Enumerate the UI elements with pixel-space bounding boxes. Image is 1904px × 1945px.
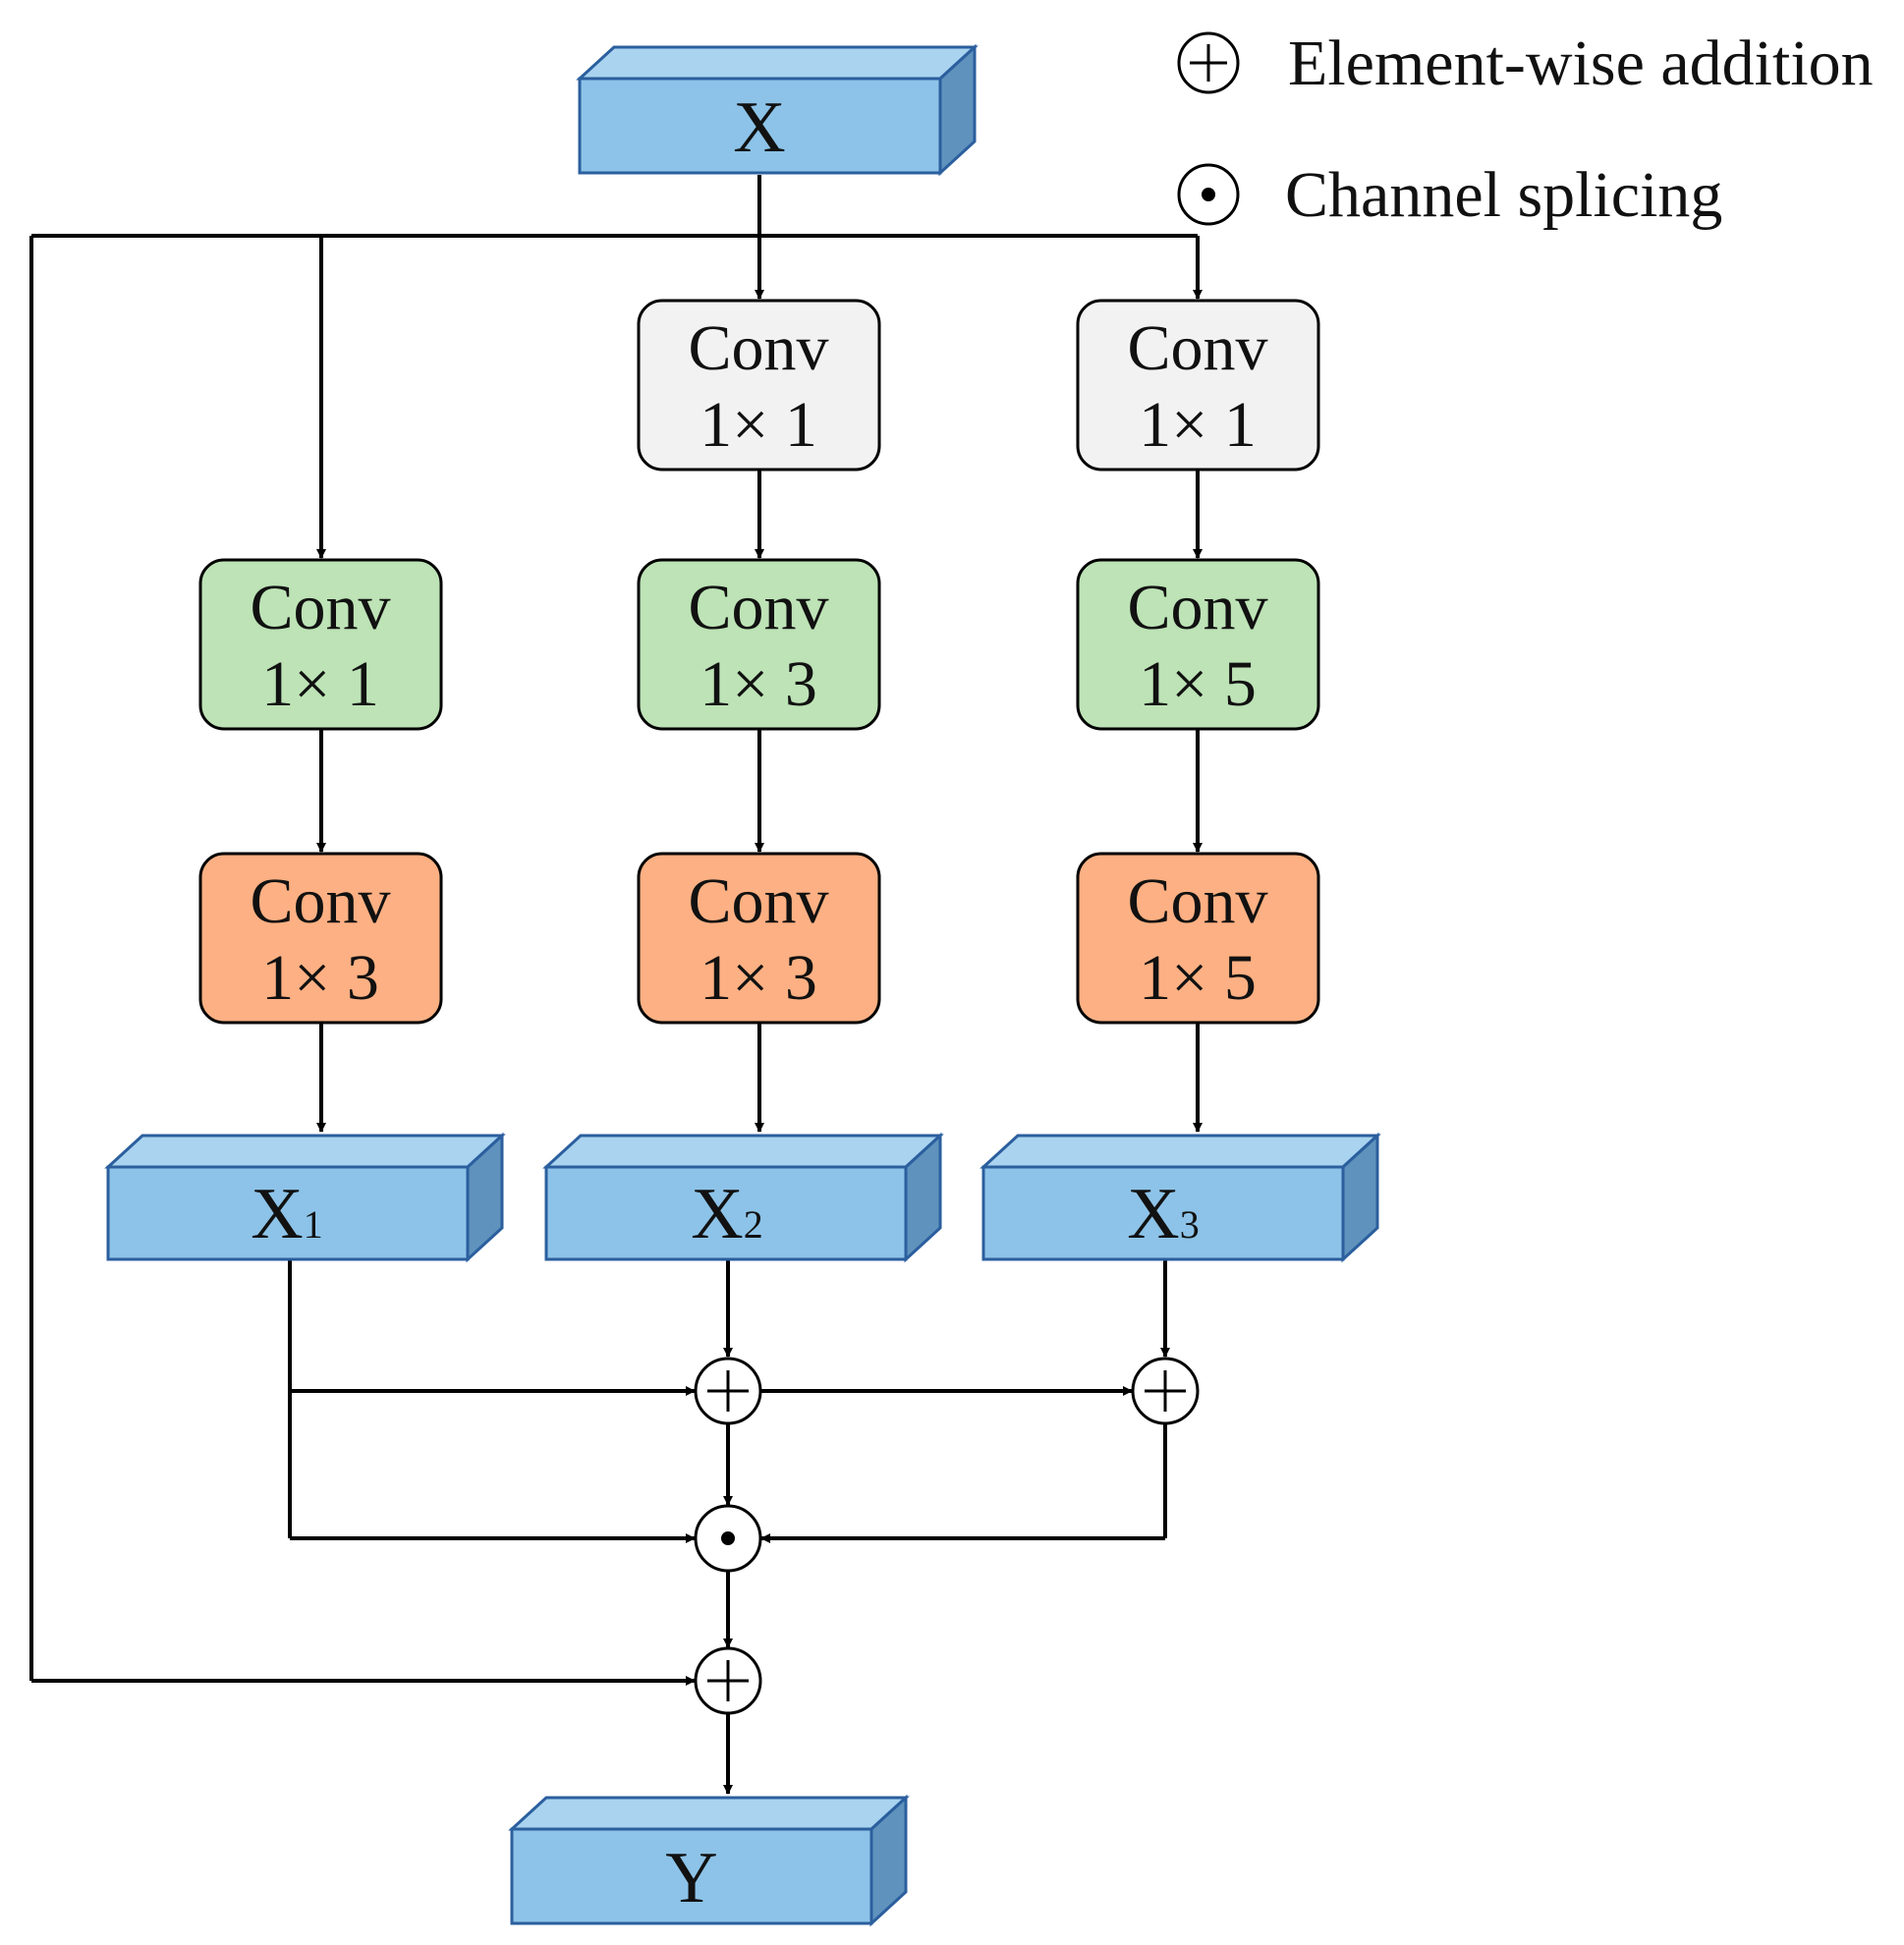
tensor-x1-label: X1: [251, 1174, 322, 1254]
branch-2-block-1-line1: Conv: [688, 312, 828, 384]
add-node-1-icon: [694, 1357, 762, 1425]
branch-2-block-1: [637, 299, 881, 472]
tensor-x1: X1: [104, 1132, 506, 1263]
tensor-x2-top: [542, 1134, 944, 1169]
branch-1-block-1-line1: Conv: [250, 572, 390, 643]
branch-1-block-2-line1: Conv: [250, 865, 390, 937]
branch-2-block-3-line2: 1× 3: [700, 942, 817, 1014]
branch-2-block-2-line2: 1× 3: [700, 648, 817, 720]
branch-2-conv-1x1: Conv 1× 1: [637, 299, 881, 472]
branch-1-block-1: [198, 558, 443, 731]
branch-2-block-1-line2: 1× 1: [700, 389, 817, 461]
branch-2-block-2-line1: Conv: [688, 572, 828, 643]
legend: Element-wise addition Channel splicing: [1177, 28, 1874, 231]
branch-3-conv-1x1: Conv 1× 1: [1076, 299, 1320, 472]
branch-3-block-1: [1076, 299, 1320, 472]
legend-addition-label: Element-wise addition: [1288, 28, 1874, 99]
branch-1-conv-1x3: Conv 1× 3: [198, 852, 443, 1025]
tensor-x1-front: [106, 1165, 470, 1261]
branch-3-block-2-line2: 1× 5: [1139, 648, 1257, 720]
tensor-x2-subscript: 2: [744, 1202, 763, 1247]
branch-3-block-3: [1076, 852, 1320, 1025]
tensor-input-top: [576, 45, 979, 81]
tensor-x1-top: [104, 1134, 506, 1169]
branch-2-block-3: [637, 852, 881, 1025]
branch-1-block-2: [198, 852, 443, 1025]
tensor-x2: X2: [542, 1132, 944, 1263]
add-node-3-icon: [694, 1646, 762, 1715]
tensor-x3-letter: X: [1127, 1174, 1179, 1254]
tensor-x3-label: X3: [1127, 1174, 1199, 1254]
branch-3-block-2: [1076, 558, 1320, 731]
branch-2-conv-1x3-b: Conv 1× 3: [637, 852, 881, 1025]
branch-1-block-1-line2: 1× 1: [261, 648, 379, 720]
tensor-x2-label: X2: [691, 1174, 762, 1254]
tensor-output-label: Y: [665, 1838, 717, 1918]
branch-3-block-3-line1: Conv: [1127, 865, 1267, 937]
branch-1-conv-1x1: Conv 1× 1: [198, 558, 443, 731]
branch-3-conv-1x5-b: Conv 1× 5: [1076, 852, 1320, 1025]
tensor-x2-letter: X: [691, 1174, 743, 1254]
tensor-input-front: [578, 77, 942, 175]
legend-splicing-label: Channel splicing: [1285, 159, 1722, 231]
concat-node-icon: [694, 1504, 762, 1573]
tensor-x3-front: [981, 1165, 1345, 1261]
branch-3-conv-1x5-a: Conv 1× 5: [1076, 558, 1320, 731]
tensor-input-label: X: [733, 87, 785, 168]
branch-3-block-2-line1: Conv: [1127, 572, 1267, 643]
tensor-x2-front: [544, 1165, 908, 1261]
branch-2-block-3-line1: Conv: [688, 865, 828, 937]
tensor-output-front: [510, 1827, 873, 1925]
tensor-x1-letter: X: [251, 1174, 303, 1254]
branch-2-block-2: [637, 558, 881, 731]
add-node-2-icon: [1131, 1357, 1200, 1425]
branch-2-conv-1x3-a: Conv 1× 3: [637, 558, 881, 731]
tensor-x3-subscript: 3: [1180, 1202, 1200, 1247]
circled-plus-icon: [1177, 31, 1240, 94]
branch-3-block-1-line1: Conv: [1127, 312, 1267, 384]
tensor-x3-top: [980, 1134, 1381, 1169]
tensor-output: Y: [508, 1794, 910, 1927]
tensor-x3: X3: [980, 1132, 1381, 1263]
tensor-output-top: [508, 1796, 910, 1831]
connectors: [29, 175, 1203, 1795]
branch-1-block-2-line2: 1× 3: [261, 942, 379, 1014]
circled-dot-icon: [1177, 163, 1240, 226]
branch-3-block-1-line2: 1× 1: [1139, 389, 1257, 461]
tensor-input: X: [576, 43, 979, 177]
branch-3-block-3-line2: 1× 5: [1139, 942, 1257, 1014]
tensor-x1-subscript: 1: [304, 1202, 323, 1247]
